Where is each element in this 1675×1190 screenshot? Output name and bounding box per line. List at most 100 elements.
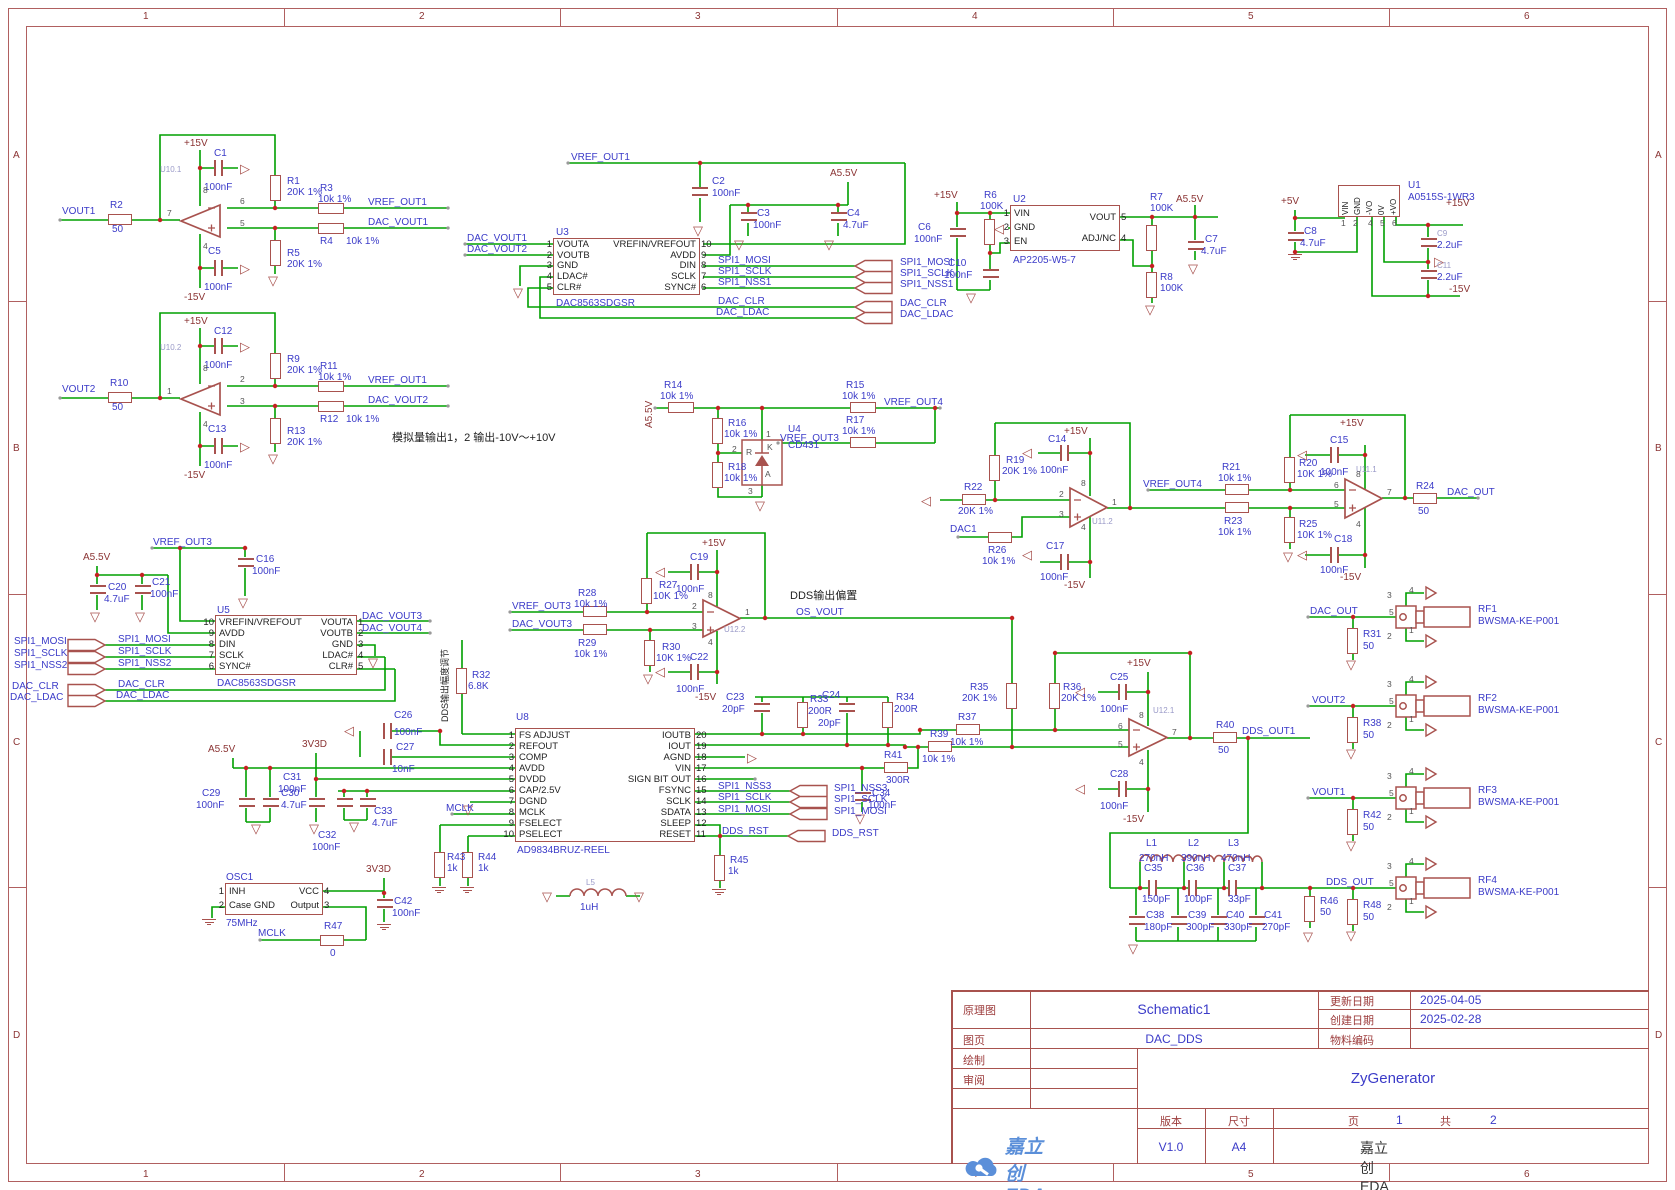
resistor[interactable]	[712, 418, 723, 444]
resistor[interactable]	[1284, 517, 1295, 543]
resistor[interactable]	[962, 494, 986, 505]
resistor[interactable]	[1146, 272, 1157, 298]
resistor[interactable]	[797, 702, 808, 728]
port-label[interactable]: SPI1_SCLK	[900, 268, 954, 279]
capacitor[interactable]	[1330, 547, 1339, 563]
resistor[interactable]	[1347, 717, 1358, 743]
port-label[interactable]: SPI1_MOSI	[834, 806, 887, 817]
resistor[interactable]	[956, 724, 980, 735]
resistor[interactable]	[270, 240, 281, 266]
resistor[interactable]	[988, 532, 1012, 543]
vendor-logo[interactable]: 嘉立创EDA	[962, 1132, 1045, 1190]
port-label[interactable]: DDS_RST	[832, 828, 879, 839]
resistor[interactable]	[984, 219, 995, 245]
capacitor[interactable]	[692, 187, 708, 196]
port-label[interactable]: SPI1_MOSI	[14, 636, 67, 647]
capacitor[interactable]	[950, 228, 966, 237]
capacitor[interactable]	[1129, 916, 1145, 925]
port-label[interactable]: DAC_LDAC	[900, 309, 954, 320]
capacitor[interactable]	[1188, 241, 1204, 250]
capacitor[interactable]	[383, 749, 392, 765]
resistor[interactable]	[668, 402, 694, 413]
resistor[interactable]	[1347, 809, 1358, 835]
capacitor[interactable]	[383, 723, 392, 739]
resistor[interactable]	[850, 402, 876, 413]
port-label[interactable]: DAC_CLR	[900, 298, 947, 309]
port-label[interactable]: SPI1_MOSI	[900, 257, 953, 268]
capacitor[interactable]	[1421, 270, 1437, 279]
capacitor[interactable]	[263, 798, 279, 807]
capacitor[interactable]	[1118, 781, 1127, 797]
resistor[interactable]	[108, 392, 132, 403]
resistor[interactable]	[1284, 457, 1295, 483]
resistor[interactable]	[1347, 628, 1358, 654]
tb-page-name[interactable]: DAC_DDS	[1145, 1032, 1203, 1046]
capacitor[interactable]	[1288, 232, 1304, 241]
port-label[interactable]: SPI1_NSS3	[834, 783, 888, 794]
resistor[interactable]	[1225, 502, 1249, 513]
resistor[interactable]	[583, 606, 607, 617]
capacitor[interactable]	[1421, 238, 1437, 247]
capacitor[interactable]	[690, 564, 699, 580]
resistor[interactable]	[270, 418, 281, 444]
resistor[interactable]	[1225, 484, 1249, 495]
capacitor[interactable]	[1060, 445, 1069, 461]
capacitor[interactable]	[983, 269, 999, 278]
resistor[interactable]	[714, 855, 725, 881]
port-label[interactable]: DAC_CLR	[12, 681, 59, 692]
capacitor[interactable]	[1060, 554, 1069, 570]
capacitor[interactable]	[214, 160, 223, 176]
resistor[interactable]	[989, 455, 1000, 481]
capacitor[interactable]	[1118, 684, 1127, 700]
resistor[interactable]	[318, 203, 344, 214]
resistor[interactable]	[462, 852, 473, 878]
resistor[interactable]	[884, 762, 908, 773]
resistor[interactable]	[1304, 896, 1315, 922]
capacitor[interactable]	[309, 798, 325, 807]
resistor[interactable]	[318, 381, 344, 392]
capacitor[interactable]	[1148, 880, 1157, 896]
capacitor[interactable]	[1228, 880, 1237, 896]
resistor[interactable]	[928, 741, 952, 752]
resistor[interactable]	[1347, 899, 1358, 925]
resistor[interactable]	[850, 437, 876, 448]
capacitor[interactable]	[1211, 916, 1227, 925]
port-label[interactable]: SPI1_SCLK	[834, 794, 888, 805]
capacitor[interactable]	[1330, 447, 1339, 463]
resistor[interactable]	[641, 578, 652, 604]
capacitor[interactable]	[238, 558, 254, 567]
resistor[interactable]	[434, 852, 445, 878]
capacitor[interactable]	[1249, 916, 1265, 925]
tb-sheet-name[interactable]: Schematic1	[1137, 1001, 1211, 1017]
capacitor[interactable]	[690, 664, 699, 680]
capacitor[interactable]	[337, 798, 353, 807]
resistor[interactable]	[270, 353, 281, 379]
resistor[interactable]	[1413, 493, 1437, 504]
capacitor[interactable]	[360, 798, 376, 807]
capacitor[interactable]	[214, 260, 223, 276]
capacitor[interactable]	[377, 899, 393, 908]
resistor[interactable]	[1049, 683, 1060, 709]
resistor[interactable]	[318, 401, 344, 412]
resistor[interactable]	[108, 214, 132, 225]
capacitor[interactable]	[839, 703, 855, 712]
resistor[interactable]	[320, 935, 344, 946]
capacitor[interactable]	[741, 212, 757, 221]
resistor[interactable]	[456, 668, 467, 694]
capacitor[interactable]	[1171, 916, 1187, 925]
capacitor[interactable]	[214, 338, 223, 354]
capacitor[interactable]	[754, 703, 770, 712]
port-label[interactable]: DAC_LDAC	[10, 692, 64, 703]
resistor[interactable]	[882, 702, 893, 728]
capacitor[interactable]	[135, 585, 151, 594]
resistor[interactable]	[270, 175, 281, 201]
capacitor[interactable]	[239, 798, 255, 807]
resistor[interactable]	[318, 223, 344, 234]
capacitor[interactable]	[90, 585, 106, 594]
resistor[interactable]	[1213, 732, 1237, 743]
port-label[interactable]: SPI1_SCLK	[14, 648, 68, 659]
